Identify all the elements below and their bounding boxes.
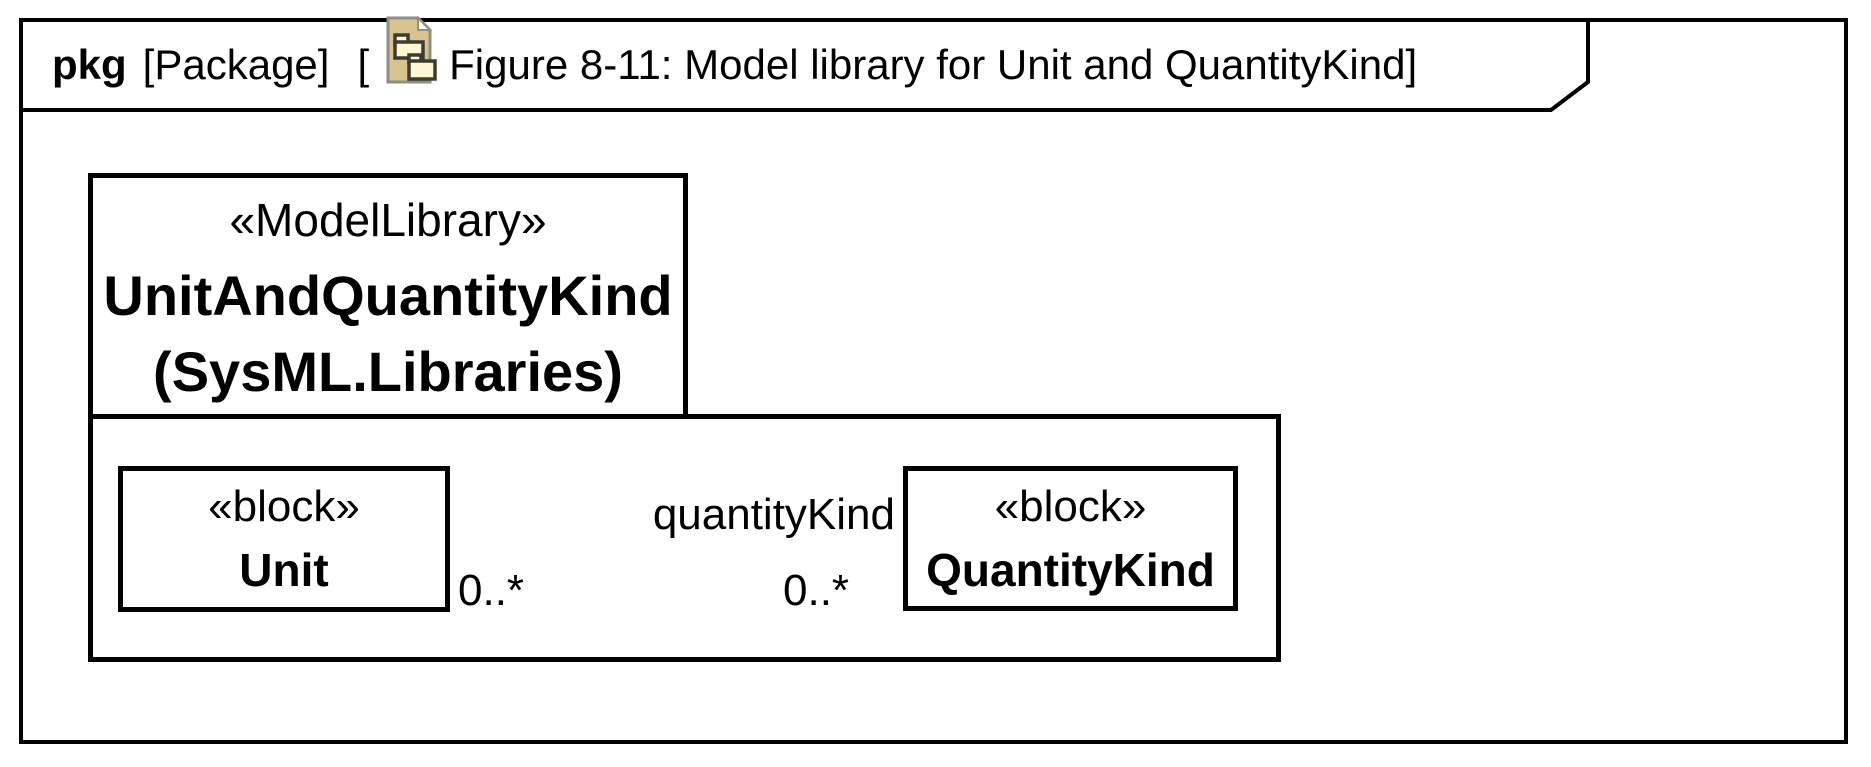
block-name: QuantityKind bbox=[926, 543, 1215, 596]
block-name: Unit bbox=[239, 544, 329, 596]
association-target-multiplicity: 0..* bbox=[783, 566, 850, 615]
frame-title: Figure 8-11: Model library for Unit and … bbox=[449, 41, 1418, 88]
block-stereotype: «block» bbox=[994, 481, 1147, 531]
frame-keyword: pkg bbox=[52, 41, 127, 88]
frame-kind-label: [Package] bbox=[142, 41, 330, 88]
association-role-label: quantityKind bbox=[652, 490, 895, 539]
block-stereotype: «block» bbox=[208, 482, 360, 531]
frame-open-bracket: [ bbox=[357, 41, 370, 88]
package-name-compartment: «ModelLibrary» UnitAndQuantityKind (SysM… bbox=[88, 173, 688, 419]
block-unit: «block» Unit bbox=[118, 466, 450, 612]
association-source-multiplicity: 0..* bbox=[458, 566, 525, 615]
package-name: UnitAndQuantityKind bbox=[103, 264, 673, 327]
package-stereotype: «ModelLibrary» bbox=[229, 194, 547, 246]
package-qualified-name: (SysML.Libraries) bbox=[153, 340, 623, 403]
block-quantitykind: «block» QuantityKind bbox=[903, 466, 1238, 611]
package-diagram-icon bbox=[386, 15, 437, 115]
frame-header: pkg [Package] [ Figure 8-11: Model libra… bbox=[52, 15, 1418, 110]
